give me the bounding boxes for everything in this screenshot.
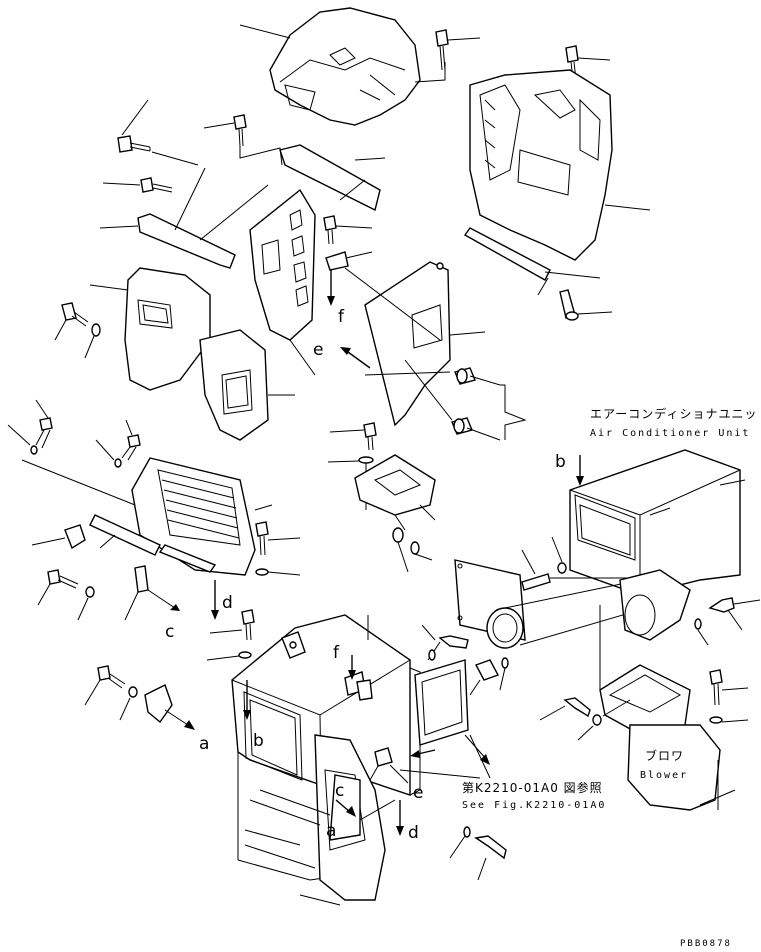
small-clip-part [31, 524, 86, 550]
main-frame-part [231, 614, 421, 906]
bolt-lower-center [449, 826, 507, 881]
bolt-blower-lower [709, 669, 749, 724]
bolt-left-second [102, 177, 173, 193]
bolt-lower-ac [469, 657, 509, 696]
arrow-e-lower [410, 749, 436, 758]
panel-bolts [364, 359, 527, 441]
arrow-d-lower [396, 800, 404, 836]
bolt-ac-unit [521, 536, 632, 591]
nut-washer-center [392, 527, 433, 573]
bolt-blower-left [539, 697, 631, 741]
arrow-c-lower [335, 799, 356, 817]
drawing-number-label: PBB0878 [680, 939, 732, 949]
letter-c-left: c [165, 622, 174, 642]
blower-en-label: Blower [640, 770, 688, 781]
upper-rail-part [279, 144, 386, 212]
bolts-left-middle [7, 399, 141, 468]
letter-d-left: d [222, 593, 233, 613]
arrow-d-left [211, 580, 219, 620]
letter-a-lower: a [326, 821, 336, 841]
right-strip-part [463, 227, 601, 296]
arrow-b-upper [576, 455, 584, 486]
bolt-left-top [117, 99, 199, 166]
arrow-b-lower [243, 680, 251, 720]
grille-rail-part [89, 514, 217, 573]
bolt-blower-right [694, 597, 761, 646]
left-duct-part [89, 267, 295, 441]
letter-d-lower: d [408, 823, 419, 843]
arrow-e-upper [340, 347, 371, 369]
air-conditioner-unit-part [569, 449, 746, 596]
side-plate-part [414, 659, 490, 765]
bolt-d-area [206, 609, 255, 661]
blower-housing-part [599, 569, 736, 811]
bolt-right-cover [559, 289, 613, 321]
duct-connector-part [454, 559, 641, 649]
see-fig-leaders [399, 734, 491, 779]
bolt-a-group [84, 665, 195, 730]
letter-b-upper: b [555, 452, 566, 472]
vertical-panel-part [249, 188, 316, 376]
grille-panel-part [21, 457, 273, 576]
top-cover-part [239, 7, 421, 126]
arrow-f-upper [327, 270, 335, 306]
letter-e-upper: e [313, 340, 323, 360]
blower-jp-label: ブロワ [645, 748, 684, 763]
center-panel-part [344, 261, 486, 427]
letter-b-lower: b [253, 731, 264, 751]
air-conditioner-jp-label: エアーコンディショナユニット [590, 406, 761, 421]
bolt-right-grille [255, 521, 301, 576]
clip-e-lower [369, 747, 409, 784]
mount-bracket-part [354, 454, 436, 531]
arrow-f-lower [348, 655, 356, 680]
bolt-center-mount [327, 422, 377, 510]
bolt-lower-left [37, 569, 95, 621]
bolt-side-plate [421, 624, 469, 661]
right-cover-part [469, 69, 651, 261]
bolt-center-upper [323, 215, 373, 271]
letter-c-lower: c [335, 781, 344, 801]
letter-f-upper: f [338, 307, 345, 327]
see-fig-jp-label: 第K2210-01A0 図参照 [462, 780, 603, 795]
see-fig-en-label: See Fig.K2210-01A0 [462, 800, 606, 811]
bracket-c-part [124, 565, 180, 621]
air-conditioner-en-label: Air Conditioner Unit [590, 428, 750, 439]
bolt-top-middle [414, 29, 481, 83]
letter-f-lower: f [333, 643, 340, 663]
letter-e-lower: e [413, 783, 423, 803]
letter-a-left: a [199, 734, 209, 754]
bolt-left-duct [54, 302, 101, 359]
long-bracket-part [99, 167, 269, 269]
bolt-upper-center [203, 114, 283, 166]
